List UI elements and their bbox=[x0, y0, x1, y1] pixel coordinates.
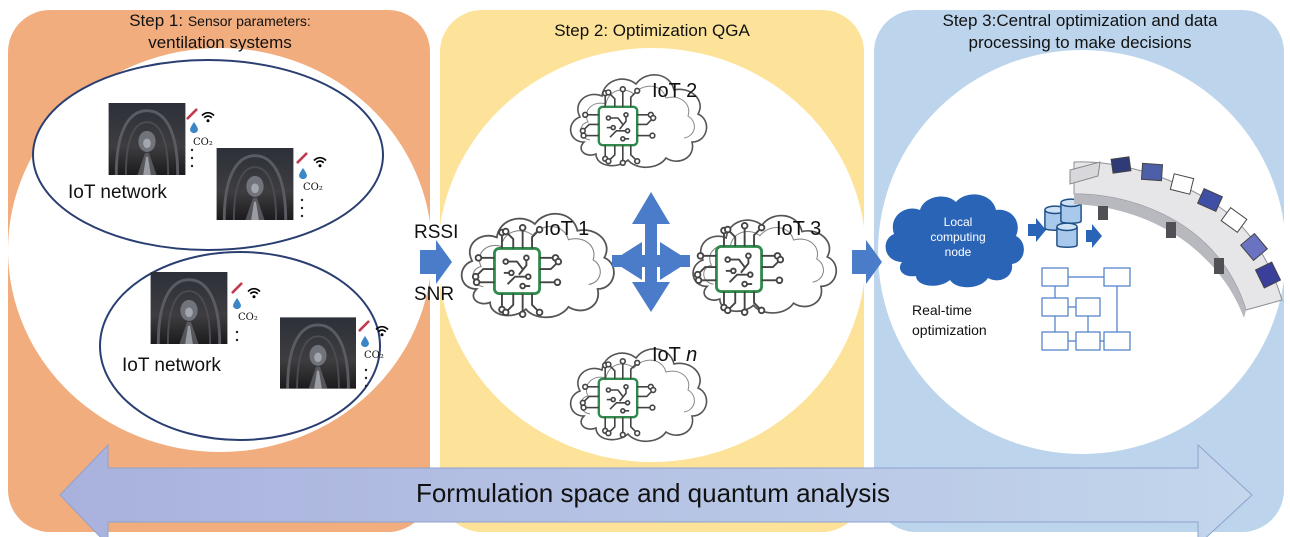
local-node-line3: node bbox=[944, 245, 972, 259]
co2-label: CO₂ bbox=[238, 312, 258, 323]
iot-network-label-bottom: IoT network bbox=[122, 355, 221, 376]
rssi-label: RSSI bbox=[414, 222, 459, 243]
co2-label: CO₂ bbox=[303, 182, 323, 193]
iot3-label: IoT 3 bbox=[776, 218, 822, 240]
co2-label: CO₂ bbox=[193, 137, 213, 148]
step1-title-prefix: Step 1: bbox=[129, 11, 188, 30]
tunnel-photo-3 bbox=[149, 272, 229, 344]
panel3-circle bbox=[878, 50, 1286, 454]
formulation-double-arrow bbox=[59, 443, 1253, 537]
local-node-label: Local computing node bbox=[918, 215, 998, 260]
database-icon bbox=[1056, 222, 1078, 248]
iotn-label-italic: n bbox=[686, 344, 698, 366]
realtime-line1: Real-time bbox=[912, 302, 972, 318]
arrow-step2-to-step3 bbox=[852, 240, 882, 284]
realtime-label: Real-time optimization bbox=[912, 300, 987, 340]
iotn-label-prefix: IoT bbox=[652, 344, 687, 366]
iot2-label: IoT 2 bbox=[652, 80, 698, 102]
arrow-node-to-db bbox=[1028, 218, 1046, 242]
iot-network-label-top: IoT network bbox=[68, 182, 167, 203]
local-node-cloud bbox=[885, 194, 1024, 288]
ellipsis-dots bbox=[190, 148, 368, 388]
iotn-label: IoT n bbox=[652, 344, 697, 367]
step3-title: Step 3:Central optimization and data pro… bbox=[900, 10, 1260, 54]
local-node-line1: Local bbox=[943, 215, 973, 229]
step2-title: Step 2: Optimization QGA bbox=[554, 21, 750, 40]
iot-network-ellipse-top bbox=[32, 59, 384, 251]
control-room-illustration bbox=[1069, 156, 1283, 318]
arrow-db-to-control bbox=[1086, 224, 1102, 248]
tunnel-photo-2 bbox=[216, 148, 294, 220]
tunnel-photo-4 bbox=[280, 315, 356, 391]
snr-label: SNR bbox=[414, 284, 455, 305]
tunnel-photo-1 bbox=[108, 103, 186, 175]
footer-label: Formulation space and quantum analysis bbox=[415, 478, 891, 508]
step1-title: Step 1: Sensor parameters: ventilation s… bbox=[90, 10, 350, 54]
co2-label: CO₂ bbox=[364, 350, 384, 361]
step3-title-line1: Step 3:Central optimization and data bbox=[942, 11, 1218, 30]
four-way-arrow-icon bbox=[612, 192, 690, 312]
flowchart-icon bbox=[1041, 267, 1131, 351]
step3-title-line2: processing to make decisions bbox=[968, 33, 1192, 52]
arrow-step1-to-step2 bbox=[420, 240, 452, 284]
step1-title-small: Sensor parameters: bbox=[187, 13, 311, 29]
local-node-line2: computing bbox=[930, 230, 986, 244]
iot1-label: IoT 1 bbox=[544, 218, 590, 240]
realtime-line2: optimization bbox=[912, 322, 987, 338]
step1-title-line2: ventilation systems bbox=[148, 33, 292, 52]
